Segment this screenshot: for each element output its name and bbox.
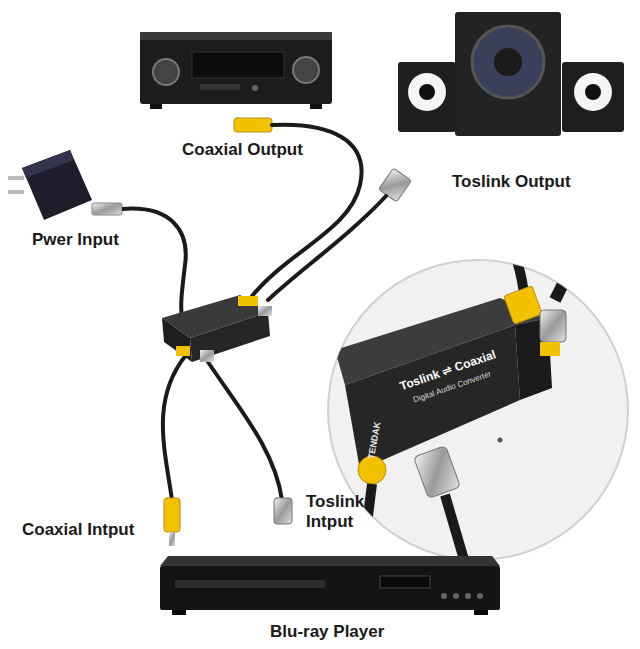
zoom-view xyxy=(328,200,628,580)
av-receiver xyxy=(140,32,332,109)
converter-small xyxy=(162,295,272,362)
port-label: Coaxial Output xyxy=(182,140,303,160)
port-label: Toslink Intput xyxy=(306,492,382,533)
port-label: Toslink Output xyxy=(452,172,571,192)
speaker-set xyxy=(398,12,624,136)
port-label: Coaxial Intput xyxy=(22,520,134,540)
blu-ray-player xyxy=(160,556,500,615)
power-adapter xyxy=(8,150,186,318)
port-label: Pwer Input xyxy=(32,230,119,250)
device-label: Blu-ray Player xyxy=(270,622,384,642)
